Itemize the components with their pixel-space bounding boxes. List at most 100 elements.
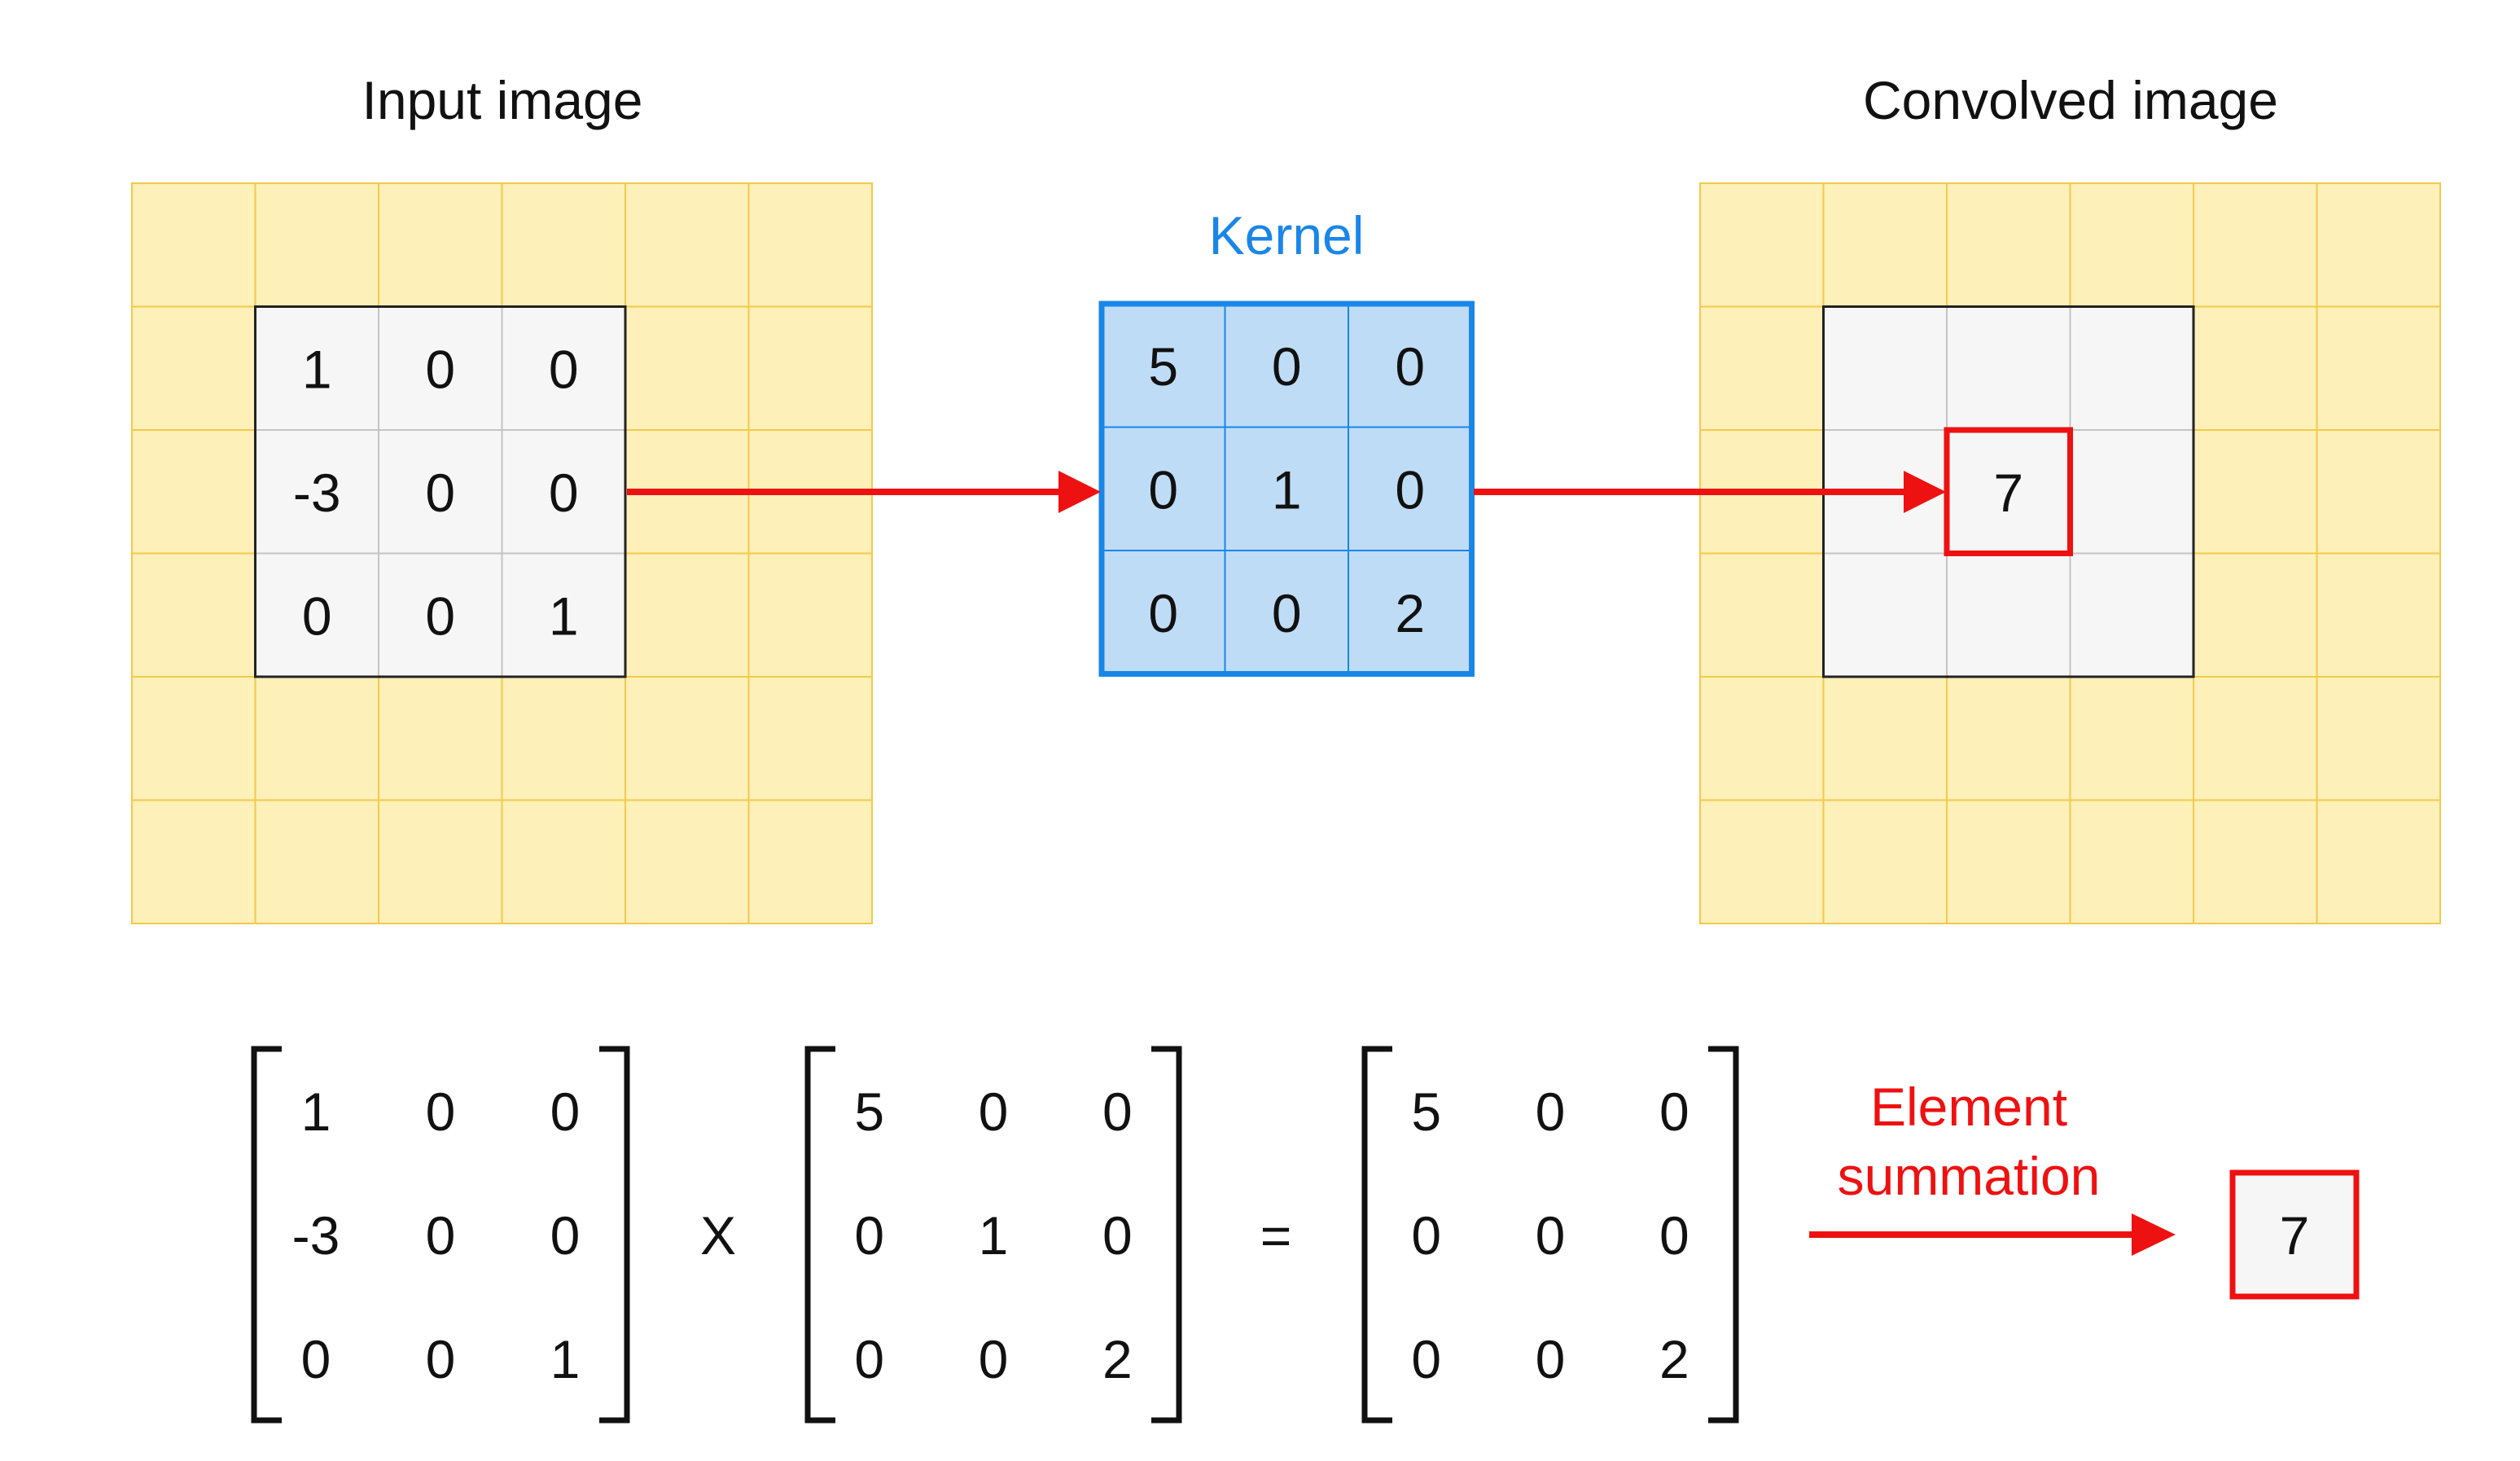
matrix-value: 0 — [1102, 1205, 1133, 1266]
matrix-value: 0 — [1659, 1081, 1689, 1142]
padding-cell — [1822, 182, 1948, 308]
kernel-cell — [1348, 426, 1473, 551]
padding-cell — [625, 305, 750, 431]
padding-cell — [131, 676, 256, 801]
matrix-value: 0 — [1411, 1205, 1441, 1266]
left-bracket — [804, 1046, 835, 1424]
padding-cell — [131, 552, 256, 678]
multiply-operator: X — [700, 1205, 736, 1266]
padding-cell — [131, 799, 256, 924]
kernel-cell — [1101, 426, 1226, 551]
input-to-kernel-arrow — [627, 471, 1101, 513]
summation-result-box — [2229, 1169, 2360, 1300]
padding-cell — [2193, 429, 2318, 555]
padding-cell — [1946, 676, 2071, 801]
matrix-value: 0 — [979, 1329, 1009, 1389]
output-highlight-cell — [1944, 427, 2073, 556]
patch-cell — [1946, 305, 2071, 431]
padding-cell — [747, 305, 873, 431]
patch-cell — [1822, 552, 1948, 678]
padding-cell — [131, 182, 256, 308]
patch-cell — [254, 305, 379, 431]
padding-cell — [501, 182, 626, 308]
matrix-value: 0 — [1536, 1329, 1566, 1389]
patch-value: -3 — [293, 463, 341, 523]
padding-cell — [378, 676, 503, 801]
padding-cell — [1699, 182, 1825, 308]
kernel-value: 0 — [1272, 336, 1302, 397]
patch-cell — [1946, 552, 2071, 678]
padding-cell — [747, 182, 873, 308]
padding-cell — [501, 676, 626, 801]
summation-result-value: 7 — [2280, 1205, 2310, 1266]
kernel-cell — [1101, 550, 1226, 675]
padding-cell — [2193, 799, 2318, 924]
padding-cell — [2316, 552, 2441, 678]
matrix-value: 0 — [854, 1329, 884, 1389]
padding-cell — [747, 552, 873, 678]
padding-cell — [2193, 676, 2318, 801]
patch-value: 1 — [549, 586, 579, 646]
padding-cell — [2316, 676, 2441, 801]
kernel-value: 0 — [1148, 459, 1178, 520]
kernel-cell — [1224, 426, 1349, 551]
patch-value: 0 — [549, 463, 579, 523]
matrix-value: 0 — [854, 1205, 884, 1266]
padding-cell — [2069, 676, 2194, 801]
patch-cell — [378, 552, 503, 678]
padding-cell — [1822, 799, 1948, 924]
padding-cell — [1699, 799, 1825, 924]
patch-cell — [378, 305, 503, 431]
right-bracket — [599, 1046, 630, 1424]
matrix-value: 5 — [854, 1081, 884, 1142]
padding-cell — [254, 676, 379, 801]
patch-value: 0 — [302, 586, 332, 646]
kernel-value: 0 — [1395, 336, 1425, 397]
kernel-cell — [1224, 303, 1349, 428]
kernel-cell — [1348, 303, 1473, 428]
padding-cell — [2193, 305, 2318, 431]
padding-cell — [254, 799, 379, 924]
left-bracket — [251, 1046, 282, 1424]
patch-cell — [2069, 305, 2194, 431]
padding-cell — [2316, 305, 2441, 431]
patch-cell — [501, 429, 626, 555]
kernel-title: Kernel — [1209, 205, 1365, 265]
matrix-value: 1 — [301, 1081, 331, 1142]
padding-cell — [501, 799, 626, 924]
padding-cell — [1699, 552, 1825, 678]
padding-cell — [625, 552, 750, 678]
matrix-value: 0 — [426, 1205, 456, 1266]
kernel-value: 1 — [1272, 459, 1302, 520]
padding-cell — [2193, 552, 2318, 678]
padding-cell — [1822, 676, 1948, 801]
padding-cell — [2316, 182, 2441, 308]
matrix-value: 0 — [550, 1205, 581, 1266]
patch-cell — [378, 429, 503, 555]
output-value: 7 — [1993, 463, 2023, 523]
padding-cell — [378, 182, 503, 308]
patch-value: 0 — [425, 339, 455, 399]
padding-cell — [254, 182, 379, 308]
padding-cell — [625, 676, 750, 801]
padding-cell — [625, 799, 750, 924]
patch-cell — [2069, 429, 2194, 555]
padding-cell — [1946, 799, 2071, 924]
padding-cell — [1699, 676, 1825, 801]
matrix-value: 0 — [1536, 1205, 1566, 1266]
kernel-cell — [1348, 550, 1473, 675]
padding-cell — [747, 676, 873, 801]
matrix-value: 0 — [550, 1081, 581, 1142]
patch-cell — [2069, 552, 2194, 678]
matrix-value: 0 — [426, 1329, 456, 1389]
kernel-value: 5 — [1148, 336, 1178, 397]
patch-outline — [254, 305, 627, 678]
padding-cell — [1946, 182, 2071, 308]
matrix-value: 0 — [1102, 1081, 1133, 1142]
patch-value: 1 — [302, 339, 332, 399]
matrix-value: 2 — [1659, 1329, 1689, 1389]
kernel-value: 0 — [1395, 459, 1425, 520]
